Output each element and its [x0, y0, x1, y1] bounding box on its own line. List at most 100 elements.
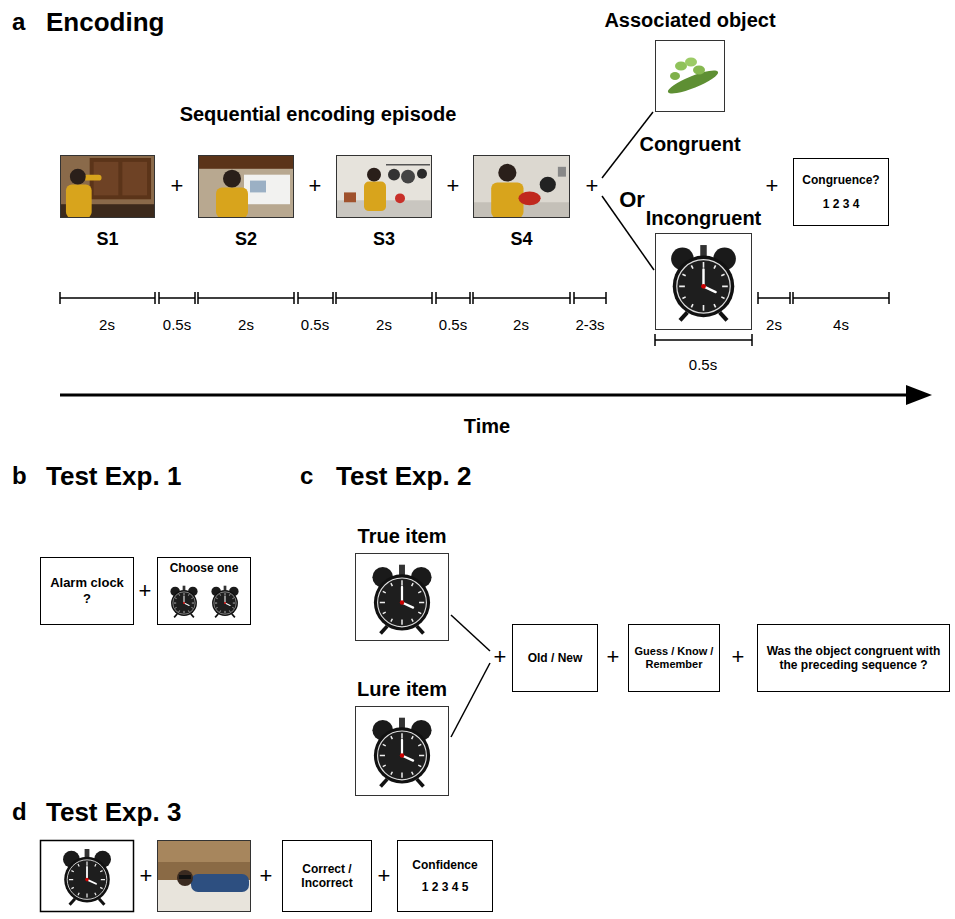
kitchen-photo	[344, 192, 356, 202]
kitchen-photo	[473, 155, 570, 218]
alarm-clock	[211, 586, 238, 618]
duration-bar	[60, 292, 889, 346]
kitchen-photo	[364, 182, 386, 212]
fixation-cross: +	[260, 864, 273, 888]
box-text: Choose one	[170, 561, 239, 575]
bean-picture	[655, 40, 725, 112]
kitchen-photo	[388, 169, 400, 181]
kitchen-photo	[473, 155, 570, 218]
response-box: Correct / Incorrect	[282, 840, 372, 912]
kitchen-photo	[367, 168, 381, 182]
kitchen-photo	[60, 155, 155, 218]
fixation-cross: +	[586, 174, 599, 198]
duration-label: 0.5s	[301, 317, 329, 334]
fixation-cross: +	[447, 174, 460, 198]
bedroom-photo	[157, 840, 251, 912]
branch-line	[451, 663, 490, 737]
kitchen-photo	[498, 164, 516, 182]
kitchen-photo	[198, 155, 294, 218]
kitchen-photo	[558, 167, 566, 177]
time-arrow	[60, 394, 908, 397]
duration-label: 2s	[766, 317, 782, 334]
item-label: S2	[235, 229, 257, 250]
box-text: Correct / Incorrect	[288, 862, 366, 891]
duration-bar	[159, 292, 195, 304]
duration-label: 2s	[99, 317, 115, 334]
alarm-clock	[170, 586, 197, 618]
kitchen-photo	[336, 155, 432, 218]
duration-label: 0.5s	[689, 357, 717, 374]
panel-letter: a	[12, 9, 25, 35]
branch-line	[451, 615, 490, 651]
bedroom-photo	[157, 840, 251, 862]
duration-bar	[336, 292, 432, 304]
bean-picture	[693, 66, 705, 75]
box-text: Congruence?	[802, 173, 879, 187]
image-frame: Incongruent	[655, 233, 752, 330]
duration-label: 2s	[376, 317, 392, 334]
image-frame: Lure item	[355, 706, 449, 796]
bean-picture	[670, 72, 680, 80]
time-arrow	[906, 385, 932, 405]
kitchen-photo	[386, 164, 430, 165]
duration-label: 2-3s	[575, 317, 604, 334]
kitchen-photo	[84, 175, 102, 181]
duration-bar	[655, 334, 752, 346]
photo-frame: S4	[473, 155, 570, 218]
kitchen-photo	[70, 169, 86, 185]
response-box: Old / New	[512, 624, 598, 692]
item-label: S4	[510, 229, 532, 250]
kitchen-photo	[540, 177, 556, 193]
panel-letter: c	[300, 463, 313, 489]
panel-title: Encoding	[46, 8, 164, 37]
box-text: Confidence	[412, 858, 477, 872]
kitchen-photo	[66, 185, 92, 218]
duration-bar	[436, 292, 470, 304]
kitchen-photo	[216, 187, 248, 218]
duration-bar	[574, 292, 606, 304]
box-text: Old / New	[528, 651, 583, 665]
duration-label: 0.5s	[163, 317, 191, 334]
item-label: True item	[358, 525, 447, 548]
kitchen-photo	[518, 191, 540, 205]
fixation-cross: +	[766, 174, 779, 198]
cue-box: Alarm clock ?	[40, 557, 134, 625]
kitchen-photo	[395, 193, 405, 203]
panel-letter: d	[12, 799, 27, 825]
panel-letter: b	[12, 463, 27, 489]
box-text: 1 2 3 4 5	[422, 880, 469, 894]
fixation-cross: +	[139, 579, 152, 603]
kitchen-photo	[491, 183, 523, 218]
time-arrow	[60, 385, 932, 405]
bedroom-photo	[179, 875, 191, 879]
response-box: Congruence?1 2 3 4	[793, 158, 889, 226]
alarm-clock	[372, 718, 431, 787]
duration-label: 0.5s	[439, 317, 467, 334]
item-label: S1	[96, 229, 118, 250]
panel-title: Test Exp. 3	[46, 798, 181, 827]
section-heading: Associated object	[604, 9, 775, 31]
fixation-cross: +	[140, 864, 153, 888]
duration-bar	[758, 292, 790, 304]
box-text: Was the object congruent with the preced…	[763, 644, 944, 673]
photo-frame: S1	[60, 155, 155, 218]
fixation-cross: +	[378, 864, 391, 888]
panel-title: Test Exp. 1	[46, 462, 181, 491]
section-heading: Sequential encoding episode	[180, 103, 457, 125]
bedroom-photo	[157, 840, 251, 912]
bean-picture	[685, 58, 697, 67]
fixation-cross: +	[309, 174, 322, 198]
image-frame	[158, 841, 251, 912]
panel-title: Test Exp. 2	[336, 462, 471, 491]
response-box: Confidence 1 2 3 4 5	[397, 840, 493, 912]
question-box: Was the object congruent with the preced…	[757, 624, 950, 692]
kitchen-photo	[198, 155, 294, 218]
bean-picture	[666, 66, 721, 97]
choice-word: Or	[619, 188, 645, 212]
image-frame	[41, 841, 134, 912]
duration-bar	[793, 292, 889, 304]
alarm-clock	[372, 565, 431, 634]
bean-picture	[655, 40, 725, 112]
